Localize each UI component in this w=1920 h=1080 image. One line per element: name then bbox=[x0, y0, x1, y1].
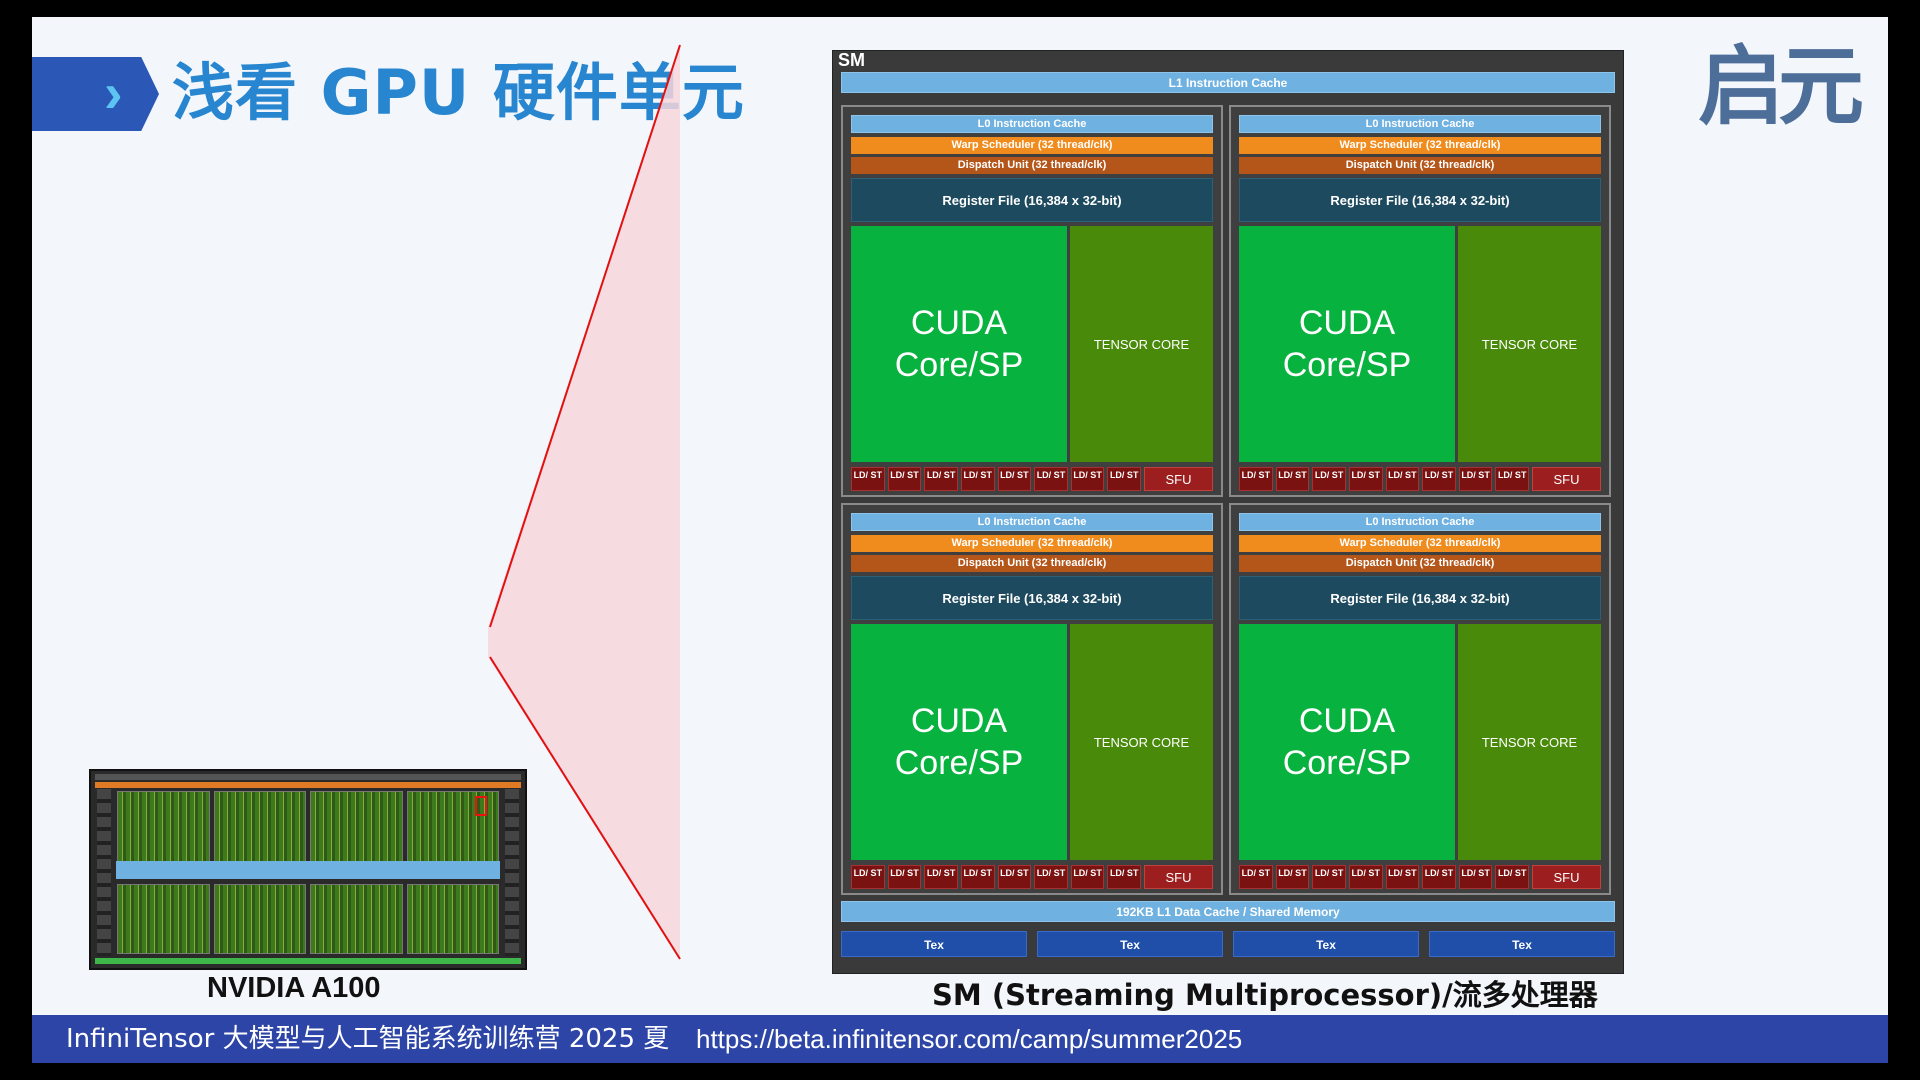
ldst-unit: LD/ ST bbox=[1348, 865, 1383, 889]
register-file: Register File (16,384 x 32-bit) bbox=[851, 576, 1213, 620]
ldst-unit: LD/ ST bbox=[1275, 865, 1310, 889]
ldst-unit: LD/ ST bbox=[1312, 467, 1346, 491]
sfu-unit: SFU bbox=[1144, 467, 1213, 491]
ldst-units: LD/ ST LD/ ST LD/ ST LD/ ST LD/ ST LD/ S… bbox=[851, 865, 1141, 889]
tex-unit: Tex bbox=[1037, 931, 1223, 957]
ldst-unit: LD/ ST bbox=[1034, 467, 1068, 491]
sm-partition: L0 Instruction Cache Warp Scheduler (32 … bbox=[841, 503, 1223, 895]
ldst-unit: LD/ ST bbox=[1070, 865, 1105, 889]
ldst-unit: LD/ ST bbox=[1348, 467, 1383, 491]
sfu-unit: SFU bbox=[1532, 865, 1601, 889]
ldst-unit: LD/ ST bbox=[1385, 865, 1420, 889]
l0-instruction-cache: L0 Instruction Cache bbox=[851, 115, 1213, 133]
slide: › 浅看 GPU 硬件单元 启元 NVIDIA A100 SM L1 Instr… bbox=[32, 17, 1888, 1063]
warp-scheduler: Warp Scheduler (32 thread/clk) bbox=[1239, 535, 1601, 552]
footer-event: InfiniTensor 大模型与人工智能系统训练营 2025 夏 bbox=[66, 1024, 670, 1054]
register-file: Register File (16,384 x 32-bit) bbox=[1239, 178, 1601, 222]
cuda-core-label: CUDA Core/SP bbox=[894, 702, 1024, 782]
ldst-unit: LD/ ST bbox=[851, 467, 885, 491]
ldst-unit: LD/ ST bbox=[997, 467, 1032, 491]
cuda-core: CUDA Core/SP bbox=[851, 226, 1067, 462]
footer-url[interactable]: https://beta.infinitensor.com/camp/summe… bbox=[696, 1024, 1243, 1054]
zoom-callout bbox=[488, 44, 681, 960]
sm-caption: SM (Streaming Multiprocessor)/流多处理器 bbox=[932, 978, 1598, 1012]
dispatch-unit: Dispatch Unit (32 thread/clk) bbox=[1239, 555, 1601, 572]
dispatch-unit: Dispatch Unit (32 thread/clk) bbox=[851, 157, 1213, 174]
cuda-core: CUDA Core/SP bbox=[1239, 226, 1455, 462]
ldst-unit: LD/ ST bbox=[1107, 467, 1141, 491]
tex-units: Tex Tex Tex Tex bbox=[841, 931, 1615, 957]
ldst-unit: LD/ ST bbox=[1422, 865, 1456, 889]
tex-unit: Tex bbox=[1429, 931, 1615, 957]
register-file: Register File (16,384 x 32-bit) bbox=[851, 178, 1213, 222]
warp-scheduler: Warp Scheduler (32 thread/clk) bbox=[1239, 137, 1601, 154]
l1-instruction-cache: L1 Instruction Cache bbox=[841, 72, 1615, 93]
ldst-unit: LD/ ST bbox=[1239, 865, 1273, 889]
slide-title: 浅看 GPU 硬件单元 bbox=[172, 56, 745, 129]
ldst-unit: LD/ ST bbox=[887, 865, 922, 889]
l0-instruction-cache: L0 Instruction Cache bbox=[1239, 513, 1601, 531]
ldst-unit: LD/ ST bbox=[1495, 467, 1529, 491]
sm-partition: L0 Instruction Cache Warp Scheduler (32 … bbox=[1229, 503, 1611, 895]
cuda-core-label: CUDA Core/SP bbox=[1282, 304, 1412, 384]
register-file: Register File (16,384 x 32-bit) bbox=[1239, 576, 1601, 620]
sm-partition: L0 Instruction Cache Warp Scheduler (32 … bbox=[1229, 105, 1611, 497]
tensor-core: TENSOR CORE bbox=[1458, 624, 1601, 860]
l0-instruction-cache: L0 Instruction Cache bbox=[851, 513, 1213, 531]
ldst-unit: LD/ ST bbox=[1070, 467, 1105, 491]
cuda-core-label: CUDA Core/SP bbox=[1282, 702, 1412, 782]
tex-unit: Tex bbox=[1233, 931, 1419, 957]
ldst-unit: LD/ ST bbox=[887, 467, 922, 491]
ldst-unit: LD/ ST bbox=[1458, 467, 1493, 491]
ldst-unit: LD/ ST bbox=[924, 467, 958, 491]
cuda-core-label: CUDA Core/SP bbox=[894, 304, 1024, 384]
ldst-units: LD/ ST LD/ ST LD/ ST LD/ ST LD/ ST LD/ S… bbox=[851, 467, 1141, 491]
ldst-unit: LD/ ST bbox=[960, 865, 995, 889]
ldst-unit: LD/ ST bbox=[1312, 865, 1346, 889]
cuda-core: CUDA Core/SP bbox=[1239, 624, 1455, 860]
sm-partition: L0 Instruction Cache Warp Scheduler (32 … bbox=[841, 105, 1223, 497]
sfu-unit: SFU bbox=[1532, 467, 1601, 491]
sm-highlight-box bbox=[475, 796, 487, 816]
ldst-unit: LD/ ST bbox=[1275, 467, 1310, 491]
tensor-core: TENSOR CORE bbox=[1070, 226, 1213, 462]
ldst-unit: LD/ ST bbox=[1458, 865, 1493, 889]
l0-instruction-cache: L0 Instruction Cache bbox=[1239, 115, 1601, 133]
title-arrow-icon: › bbox=[32, 57, 159, 131]
ldst-unit: LD/ ST bbox=[1422, 467, 1456, 491]
sm-label: SM bbox=[838, 50, 865, 70]
ldst-unit: LD/ ST bbox=[1385, 467, 1420, 491]
ldst-units: LD/ ST LD/ ST LD/ ST LD/ ST LD/ ST LD/ S… bbox=[1239, 865, 1529, 889]
ldst-unit: LD/ ST bbox=[1239, 467, 1273, 491]
a100-die-image bbox=[89, 769, 527, 970]
sm-block: SM L1 Instruction Cache L0 Instruction C… bbox=[832, 50, 1624, 974]
ldst-unit: LD/ ST bbox=[960, 467, 995, 491]
ldst-unit: LD/ ST bbox=[1107, 865, 1141, 889]
warp-scheduler: Warp Scheduler (32 thread/clk) bbox=[851, 137, 1213, 154]
l1-data-cache: 192KB L1 Data Cache / Shared Memory bbox=[841, 901, 1615, 922]
warp-scheduler: Warp Scheduler (32 thread/clk) bbox=[851, 535, 1213, 552]
ldst-unit: LD/ ST bbox=[1034, 865, 1068, 889]
ldst-unit: LD/ ST bbox=[1495, 865, 1529, 889]
dispatch-unit: Dispatch Unit (32 thread/clk) bbox=[851, 555, 1213, 572]
footer: InfiniTensor 大模型与人工智能系统训练营 2025 夏 https:… bbox=[32, 1015, 1888, 1063]
ldst-unit: LD/ ST bbox=[997, 865, 1032, 889]
ldst-unit: LD/ ST bbox=[851, 865, 885, 889]
tensor-core: TENSOR CORE bbox=[1458, 226, 1601, 462]
sfu-unit: SFU bbox=[1144, 865, 1213, 889]
dispatch-unit: Dispatch Unit (32 thread/clk) bbox=[1239, 157, 1601, 174]
ldst-units: LD/ ST LD/ ST LD/ ST LD/ ST LD/ ST LD/ S… bbox=[1239, 467, 1529, 491]
tensor-core: TENSOR CORE bbox=[1070, 624, 1213, 860]
logo: 启元 bbox=[1698, 37, 1864, 137]
tex-unit: Tex bbox=[841, 931, 1027, 957]
a100-caption: NVIDIA A100 bbox=[207, 972, 381, 1004]
cuda-core: CUDA Core/SP bbox=[851, 624, 1067, 860]
ldst-unit: LD/ ST bbox=[924, 865, 958, 889]
